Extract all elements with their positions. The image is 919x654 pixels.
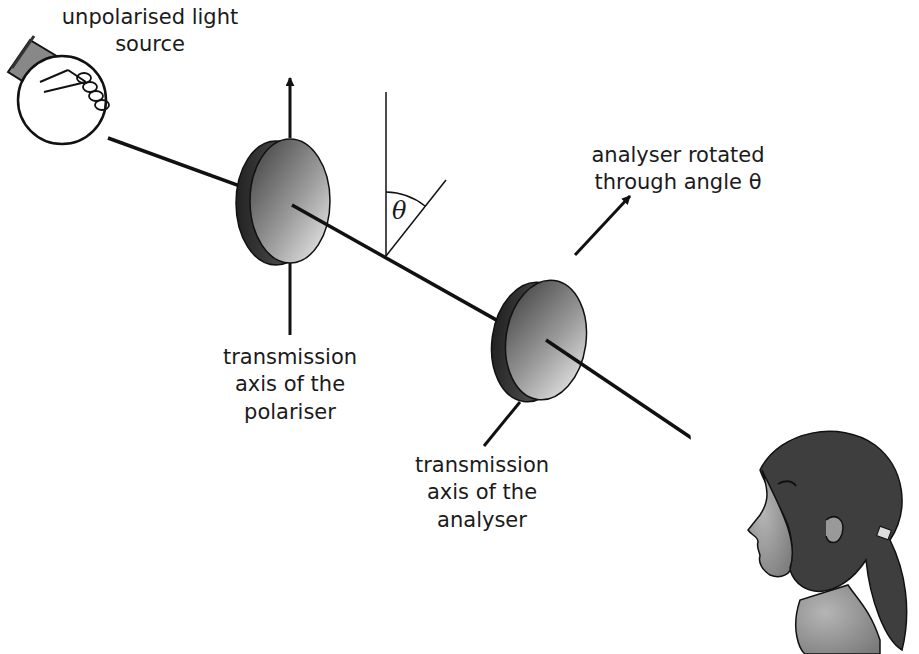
analyser-axis-arrow xyxy=(575,196,630,255)
analyser-axis-label: transmission axis of the analyser xyxy=(392,452,572,534)
analyser-label: analyser rotated through angle θ xyxy=(548,142,808,197)
analyser-disk xyxy=(484,275,594,407)
source-label: unpolarised light source xyxy=(25,4,275,59)
analyser-axis-line xyxy=(484,402,520,446)
angle-symbol: θ xyxy=(392,196,422,227)
observer-head xyxy=(690,402,912,654)
polariser-axis-arrow xyxy=(289,78,292,138)
polariser-axis-label: transmission axis of the polariser xyxy=(200,344,380,426)
light-bulb xyxy=(8,36,109,144)
polariser-axis-line xyxy=(289,263,292,335)
angle-marker xyxy=(386,92,446,256)
polariser-disk xyxy=(236,139,330,265)
